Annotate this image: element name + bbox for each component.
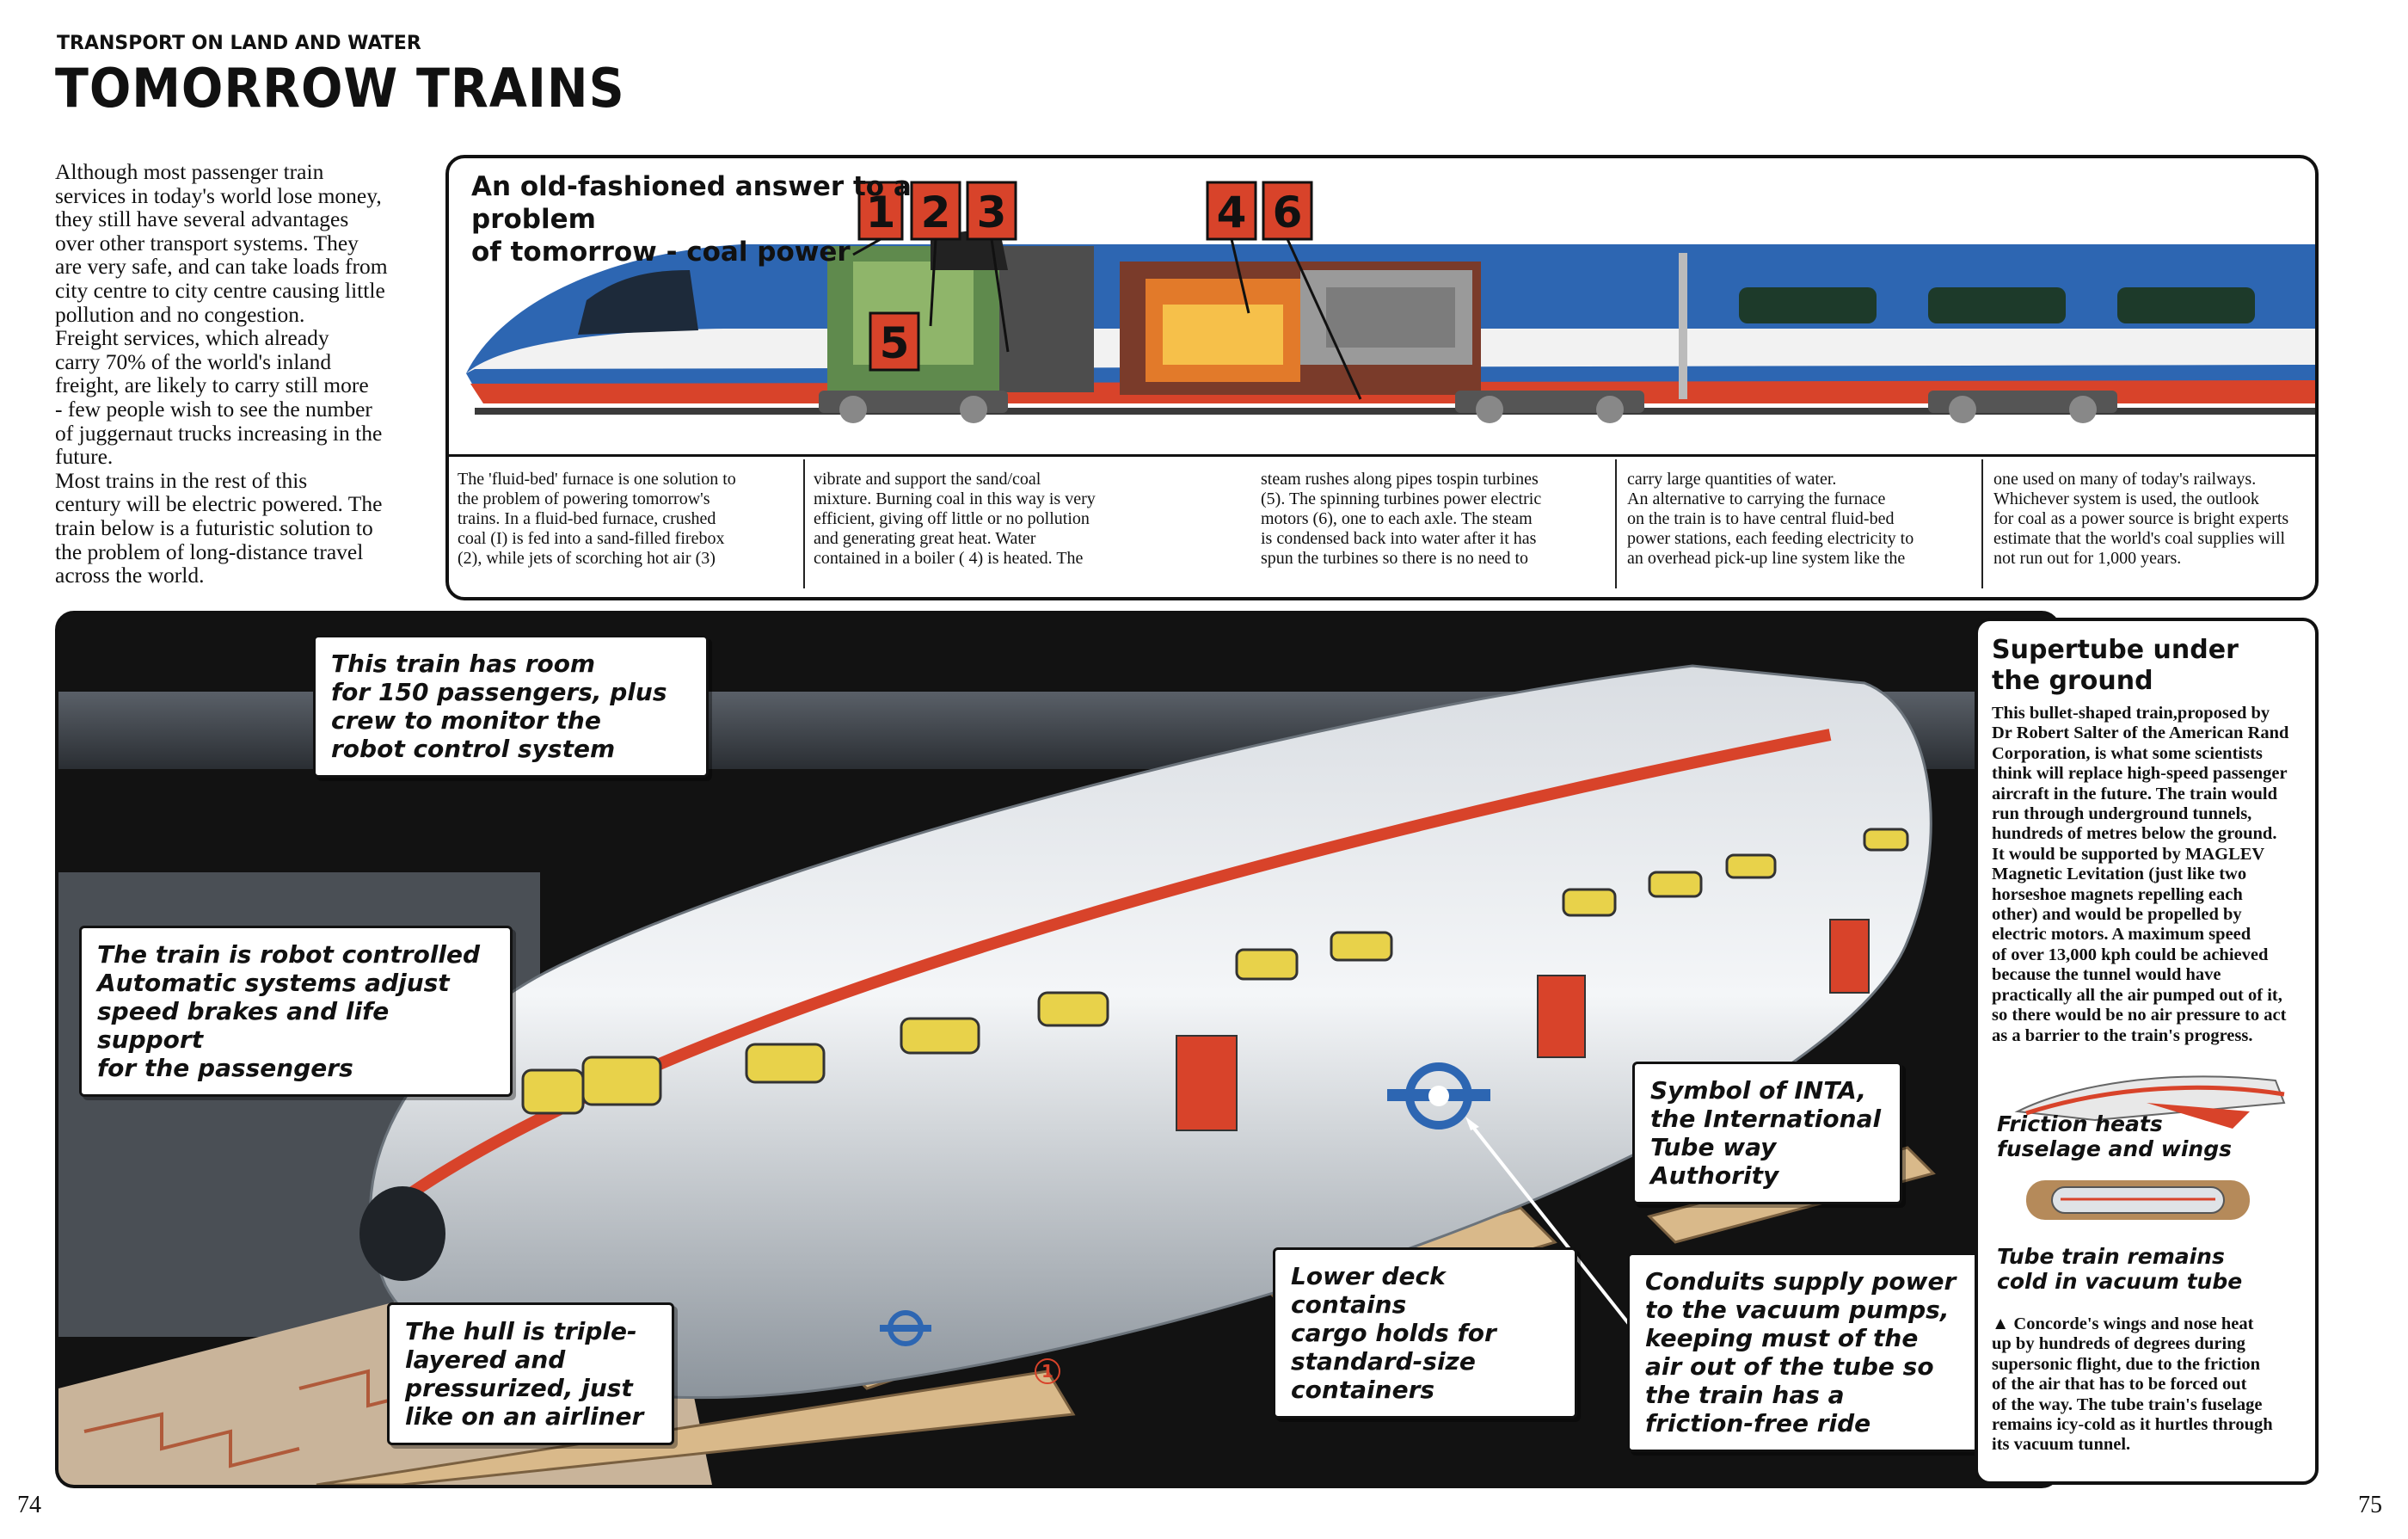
supertube-sidebar: Supertube under the ground This bullet-s… bbox=[1975, 618, 2319, 1485]
caption-friction: Friction heats fuselage and wings bbox=[1997, 1111, 2233, 1161]
sidebar-body: This bullet-shaped train,proposed by Dr … bbox=[1992, 704, 2289, 1045]
svg-text:2: 2 bbox=[921, 188, 951, 237]
column-divider bbox=[1615, 459, 1617, 588]
callout-passenger-room: This train has room for 150 passengers, … bbox=[313, 635, 709, 778]
column-divider bbox=[1981, 459, 1983, 588]
inta-symbol-icon bbox=[1387, 1062, 1490, 1130]
label-5: 5 bbox=[869, 311, 920, 372]
callout-robot-control: The train is robot controlled Automatic … bbox=[79, 926, 513, 1097]
svg-text:4: 4 bbox=[1217, 188, 1247, 237]
svg-text:1: 1 bbox=[1041, 1361, 1054, 1382]
label-3: 3 bbox=[966, 181, 1017, 241]
callout-hull: The hull is triple- layered and pressuri… bbox=[387, 1302, 674, 1445]
coal-panel-heading: An old-fashioned answer to a problem of … bbox=[471, 171, 912, 268]
car-number-1: 1 bbox=[1035, 1358, 1060, 1384]
page-number-left: 74 bbox=[17, 1492, 41, 1518]
column-divider bbox=[803, 459, 805, 588]
label-6: 6 bbox=[1262, 181, 1313, 241]
coal-text-col-4: carry large quantities of water. An alte… bbox=[1627, 470, 1914, 568]
callout-lower-deck: Lower deck contains cargo holds for stan… bbox=[1273, 1247, 1577, 1419]
coal-train-illustration: 1 2 3 4 6 5 bbox=[466, 181, 2315, 423]
intro-text: Although most passenger train services i… bbox=[55, 159, 388, 588]
supertube-panel: 1 2 3 This train has room for 150 passen… bbox=[55, 611, 2061, 1488]
coal-text-col-2: vibrate and support the sand/coal mixtur… bbox=[814, 470, 1096, 568]
callout-conduits: Conduits supply power to the vacuum pump… bbox=[1627, 1253, 2000, 1452]
label-1: 1 bbox=[857, 181, 904, 241]
callout-inta-symbol: Symbol of INTA, the International Tube w… bbox=[1632, 1062, 1902, 1204]
coal-text-col-3: steam rushes along pipes tospin turbines… bbox=[1261, 470, 1542, 568]
section-kicker: TRANSPORT ON LAND AND WATER bbox=[57, 33, 421, 54]
concorde-tube-comparison-illustration bbox=[2014, 1075, 2286, 1220]
coal-text-col-5: one used on many of today's railways. Wh… bbox=[1993, 470, 2289, 568]
svg-text:1: 1 bbox=[866, 188, 896, 237]
page-title: TOMORROW TRAINS bbox=[55, 57, 625, 120]
svg-text:6: 6 bbox=[1273, 188, 1303, 237]
sidebar-footnote: ▲ Concorde's wings and nose heat up by h… bbox=[1992, 1314, 2273, 1455]
sidebar-heading: Supertube under the ground bbox=[1992, 635, 2239, 696]
label-4: 4 bbox=[1206, 181, 1257, 241]
coal-power-panel: 1 2 3 4 6 5 bbox=[445, 155, 2319, 600]
svg-text:5: 5 bbox=[880, 318, 910, 368]
panel-divider bbox=[449, 454, 2315, 457]
coal-text-col-1: The 'fluid-bed' furnace is one solution … bbox=[458, 470, 736, 568]
page-number-right: 75 bbox=[2358, 1492, 2382, 1518]
inta-symbol-small-icon bbox=[880, 1310, 931, 1346]
svg-text:3: 3 bbox=[977, 188, 1007, 237]
caption-tube-cold: Tube train remains cold in vacuum tube bbox=[1997, 1244, 2243, 1294]
